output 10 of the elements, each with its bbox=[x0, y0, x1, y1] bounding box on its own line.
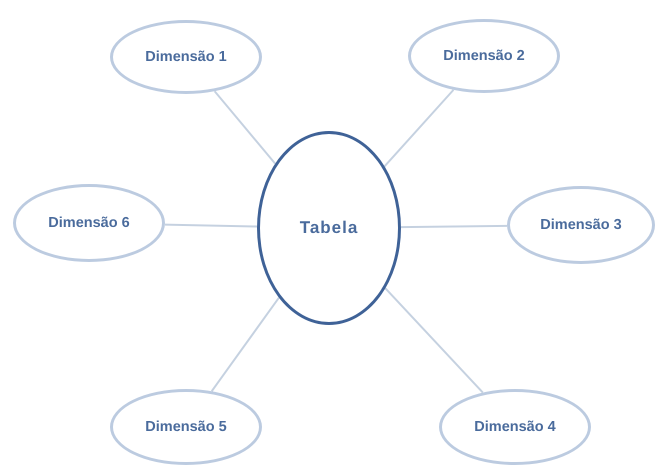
node-label: Dimensão 6 bbox=[48, 215, 130, 231]
node-label: Dimensão 3 bbox=[540, 217, 622, 233]
connector-line bbox=[164, 224, 258, 228]
node-label: Dimensão 4 bbox=[474, 419, 556, 435]
node-label: Dimensão 2 bbox=[443, 48, 525, 64]
node-label: Tabela bbox=[300, 218, 358, 238]
connector-line bbox=[210, 297, 280, 392]
node-label: Dimensão 1 bbox=[145, 49, 227, 65]
connector-line bbox=[400, 224, 508, 228]
node-label: Dimensão 5 bbox=[145, 419, 227, 435]
